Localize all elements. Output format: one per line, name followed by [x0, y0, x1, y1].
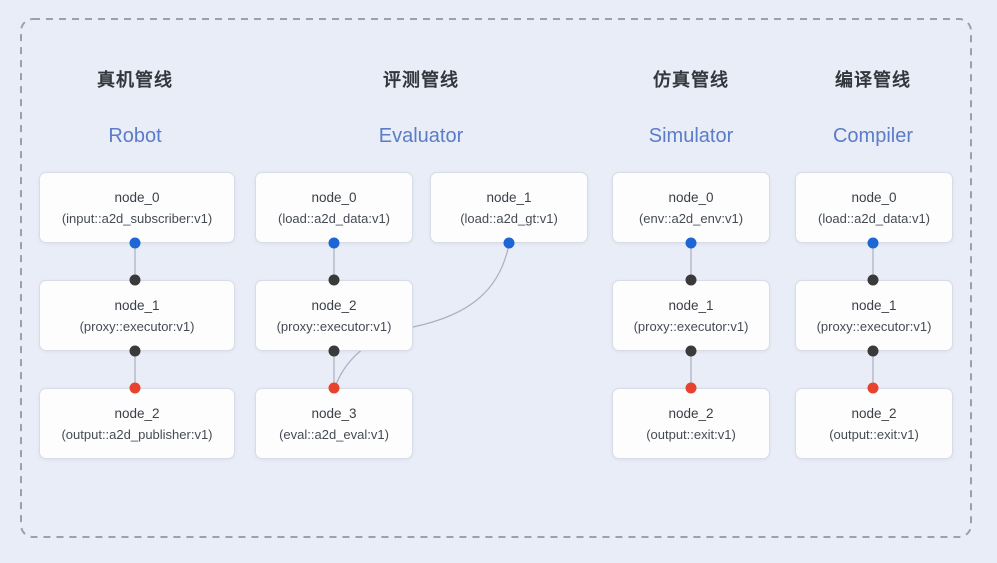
node-box[interactable]: node_2(proxy::executor:v1): [255, 280, 413, 351]
node-box[interactable]: node_0(load::a2d_data:v1): [255, 172, 413, 243]
node-box[interactable]: node_3(eval::a2d_eval:v1): [255, 388, 413, 459]
node-box[interactable]: node_0(input::a2d_subscriber:v1): [39, 172, 235, 243]
node-name-label: node_1: [851, 297, 897, 313]
node-box[interactable]: node_0(env::a2d_env:v1): [612, 172, 770, 243]
node-box[interactable]: node_2(output::a2d_publisher:v1): [39, 388, 235, 459]
node-type-label: (proxy::executor:v1): [816, 318, 932, 334]
node-box[interactable]: node_2(output::exit:v1): [795, 388, 953, 459]
node-type-label: (proxy::executor:v1): [276, 318, 392, 334]
node-type-label: (load::a2d_data:v1): [277, 210, 391, 226]
node-type-label: (load::a2d_data:v1): [817, 210, 931, 226]
node-name-label: node_2: [668, 405, 714, 421]
node-name-label: node_0: [668, 189, 714, 205]
node-name-label: node_0: [311, 189, 357, 205]
node-name-label: node_2: [311, 297, 357, 313]
node-box[interactable]: node_1(proxy::executor:v1): [612, 280, 770, 351]
node-box[interactable]: node_2(output::exit:v1): [612, 388, 770, 459]
node-name-label: node_2: [114, 405, 160, 421]
node-type-label: (proxy::executor:v1): [633, 318, 749, 334]
node-name-label: node_0: [114, 189, 160, 205]
edge-connector: [334, 243, 510, 388]
node-box[interactable]: node_1(proxy::executor:v1): [39, 280, 235, 351]
node-type-label: (proxy::executor:v1): [79, 318, 195, 334]
node-name-label: node_1: [486, 189, 532, 205]
node-type-label: (output::exit:v1): [829, 426, 919, 442]
node-type-label: (eval::a2d_eval:v1): [279, 426, 389, 442]
node-box[interactable]: node_0(load::a2d_data:v1): [795, 172, 953, 243]
node-name-label: node_0: [851, 189, 897, 205]
node-name-label: node_1: [668, 297, 714, 313]
node-box[interactable]: node_1(proxy::executor:v1): [795, 280, 953, 351]
node-name-label: node_1: [114, 297, 160, 313]
node-type-label: (input::a2d_subscriber:v1): [61, 210, 213, 226]
node-type-label: (env::a2d_env:v1): [638, 210, 744, 226]
node-type-label: (load::a2d_gt:v1): [460, 210, 558, 226]
node-type-label: (output::a2d_publisher:v1): [61, 426, 213, 442]
node-name-label: node_2: [851, 405, 897, 421]
node-name-label: node_3: [311, 405, 357, 421]
node-type-label: (output::exit:v1): [646, 426, 736, 442]
node-box[interactable]: node_1(load::a2d_gt:v1): [430, 172, 588, 243]
